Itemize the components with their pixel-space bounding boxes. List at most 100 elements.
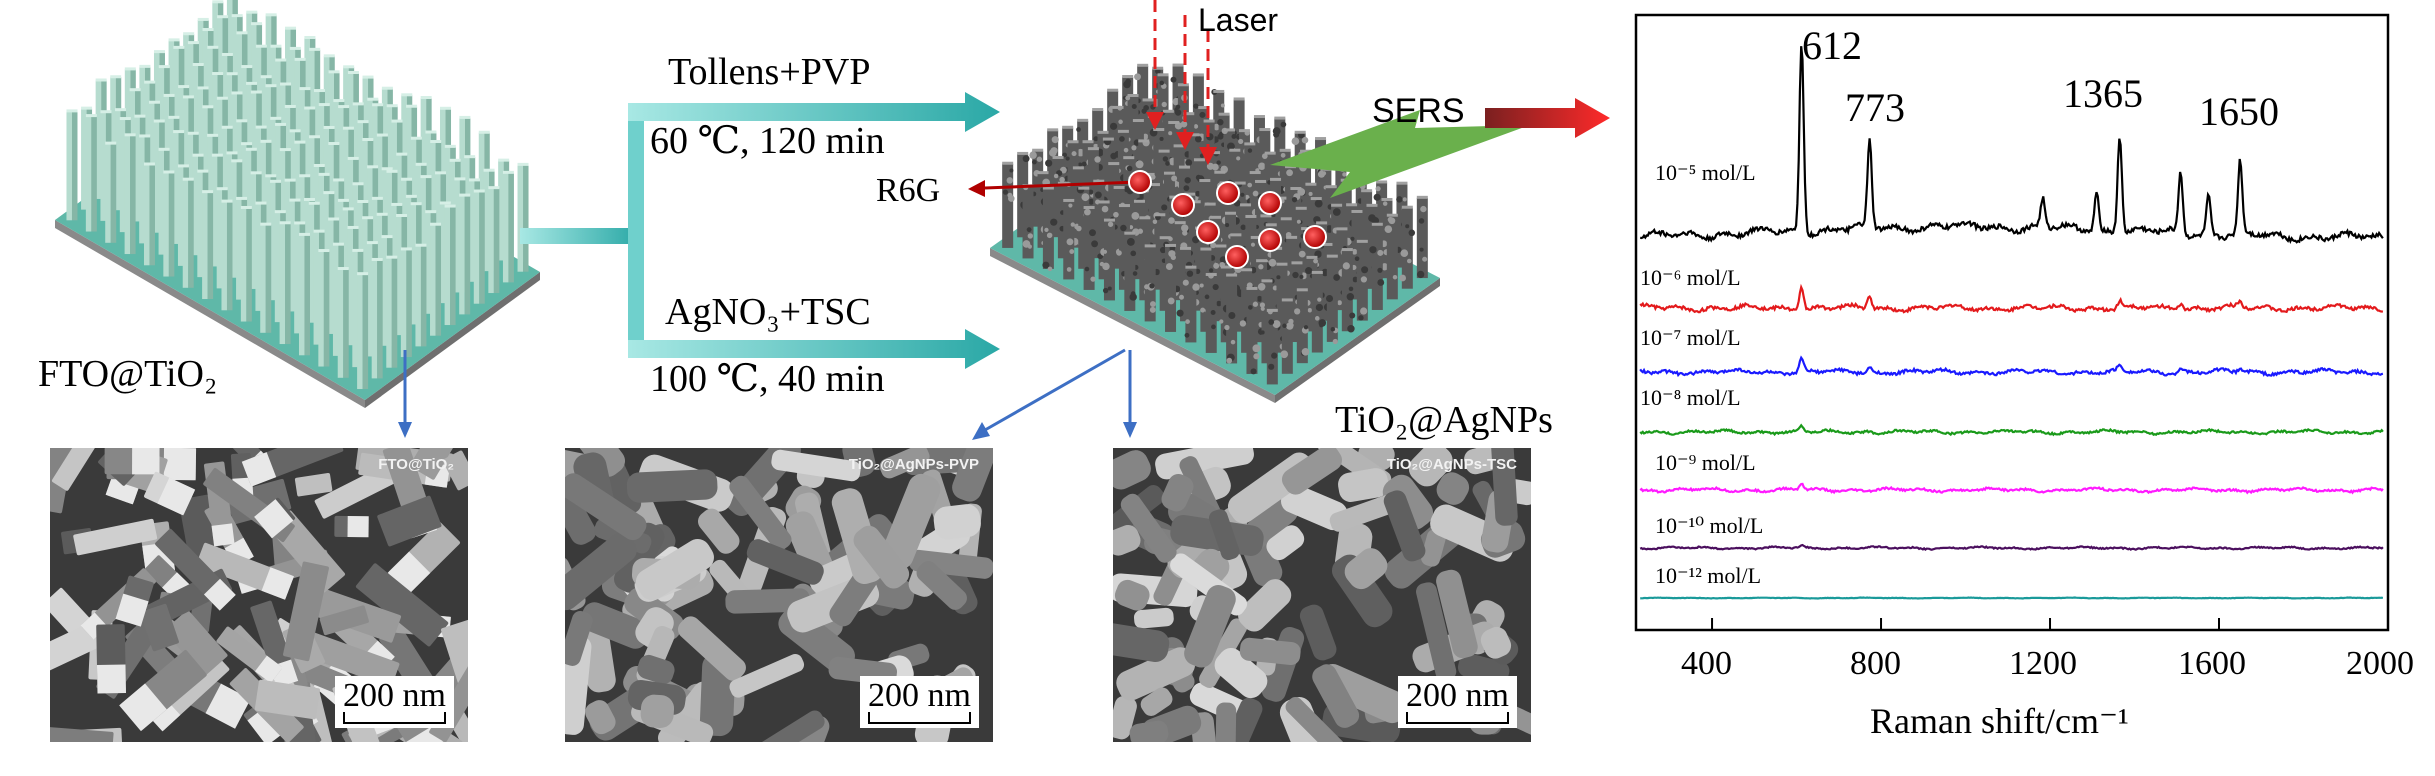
series-label: 10⁻⁵ mol/L: [1655, 160, 1756, 185]
nanorod-top: [1230, 233, 1242, 237]
nanorod-top: [66, 109, 78, 113]
series-label: 10⁻⁸ mol/L: [1640, 385, 1741, 410]
nanorod: [153, 121, 160, 233]
ag-nanoparticle: [1240, 192, 1245, 197]
nanorod-top: [212, 72, 224, 76]
nanorod-top: [270, 116, 282, 120]
sem-feature: [1299, 604, 1337, 661]
ag-nanoparticle: [1268, 319, 1275, 325]
nanorod: [483, 170, 490, 272]
nanorod-top: [381, 235, 393, 239]
nanorod: [212, 74, 218, 191]
nanorod-top: [1294, 130, 1306, 134]
sers-label: SERS: [1372, 92, 1465, 130]
sem-feature: [254, 679, 321, 720]
nanorod-top: [129, 88, 141, 92]
ag-nanoparticle: [1009, 168, 1014, 173]
ag-nanoparticle: [1135, 160, 1144, 169]
stem-arrow: [520, 228, 640, 244]
ag-nanoparticle: [1193, 124, 1199, 129]
ag-nanoparticle: [1308, 191, 1313, 196]
ag-nanoparticle: [1184, 177, 1191, 184]
nanorod-top: [502, 170, 514, 174]
nanorod-top: [221, 199, 233, 203]
nanorod-top: [1401, 205, 1413, 209]
ag-nanoparticle: [1032, 159, 1037, 165]
ag-nanoparticle: [1268, 363, 1275, 370]
nanorod: [91, 116, 97, 232]
nanorod-top: [1351, 209, 1363, 213]
ag-nanoparticle: [1319, 323, 1324, 328]
nanorod: [464, 195, 471, 315]
sem-feature: [1490, 448, 1518, 526]
nanorod-top: [454, 177, 466, 181]
sem-tag: FTO@TiO₂: [378, 456, 454, 473]
ag-nanoparticle: [1420, 205, 1427, 213]
ag-nanoparticle: [1171, 175, 1178, 182]
nanorod-top: [1213, 89, 1225, 93]
sem-feature: [1421, 529, 1446, 567]
scale-text: 200 nm: [868, 677, 971, 714]
nanorod-top: [1142, 98, 1154, 102]
nanorod-top: [415, 243, 427, 247]
nanorod-top: [1234, 181, 1246, 185]
nanorod: [197, 171, 203, 278]
ag-nanoparticle: [1102, 262, 1110, 271]
r6g-molecule: [1258, 228, 1282, 252]
ag-nanoparticle: [1168, 131, 1173, 136]
peak-label: 612: [1802, 23, 1862, 68]
ag-nanoparticle: [1174, 109, 1182, 116]
nanorod-top: [473, 189, 485, 193]
substrate-side-left: [990, 248, 1275, 403]
scale-bar-line: [343, 712, 446, 724]
nanorod-top: [299, 87, 311, 91]
ag-nanoparticle: [1213, 262, 1220, 269]
nanorod: [1246, 288, 1258, 374]
nanorod: [352, 250, 358, 368]
sem-feature: [1408, 448, 1453, 487]
nanorod: [148, 102, 155, 211]
ag-nanoparticle: [1120, 224, 1127, 232]
nanorod: [318, 251, 324, 367]
nanorod-top: [1082, 140, 1094, 144]
nanorod: [347, 227, 354, 346]
nanorod-top: [1107, 88, 1119, 92]
sem-facet: [261, 567, 294, 600]
ag-nanoparticle: [1422, 256, 1428, 262]
nanorod-top: [231, 91, 243, 95]
sem-feature: [50, 726, 114, 742]
nanorod: [226, 0, 233, 103]
nanorod: [1401, 207, 1413, 289]
ag-nanoparticle: [1246, 282, 1253, 289]
nanorod-top: [270, 44, 282, 48]
ag-nanoparticle: [1204, 294, 1210, 300]
ag-nanoparticle: [1181, 224, 1189, 232]
raman-chart: [1634, 13, 2390, 632]
nanorod: [406, 106, 412, 227]
sem-feature: [729, 653, 805, 698]
sem-feature: [677, 616, 746, 681]
nanorod: [1341, 250, 1353, 332]
sem-feature: [577, 448, 626, 477]
r6g-arrow-head: [968, 180, 985, 197]
nanorod-top: [202, 190, 214, 194]
ag-nanoparticle: [1159, 246, 1167, 254]
ag-nanoparticle: [1165, 161, 1170, 166]
nanorod-top: [1087, 147, 1099, 151]
nanorod-top: [245, 147, 257, 151]
r6g-molecule: [1128, 170, 1152, 194]
nanorod-top: [328, 142, 340, 146]
nanorod-top: [430, 222, 442, 226]
nanorod: [168, 40, 175, 146]
ag-nanoparticle: [1238, 138, 1244, 145]
ag-nanoparticle: [1195, 268, 1201, 274]
r6g-molecule: [1225, 245, 1249, 269]
ag-nanoparticle: [1280, 121, 1287, 128]
nanorod-top: [1132, 119, 1144, 123]
nanorod-top: [347, 225, 359, 229]
nanorod: [124, 135, 131, 255]
ag-nanoparticle: [1149, 301, 1156, 308]
sem-facet: [255, 655, 283, 684]
ag-nanoparticle: [1149, 306, 1156, 313]
nanorod-top: [221, 52, 233, 56]
